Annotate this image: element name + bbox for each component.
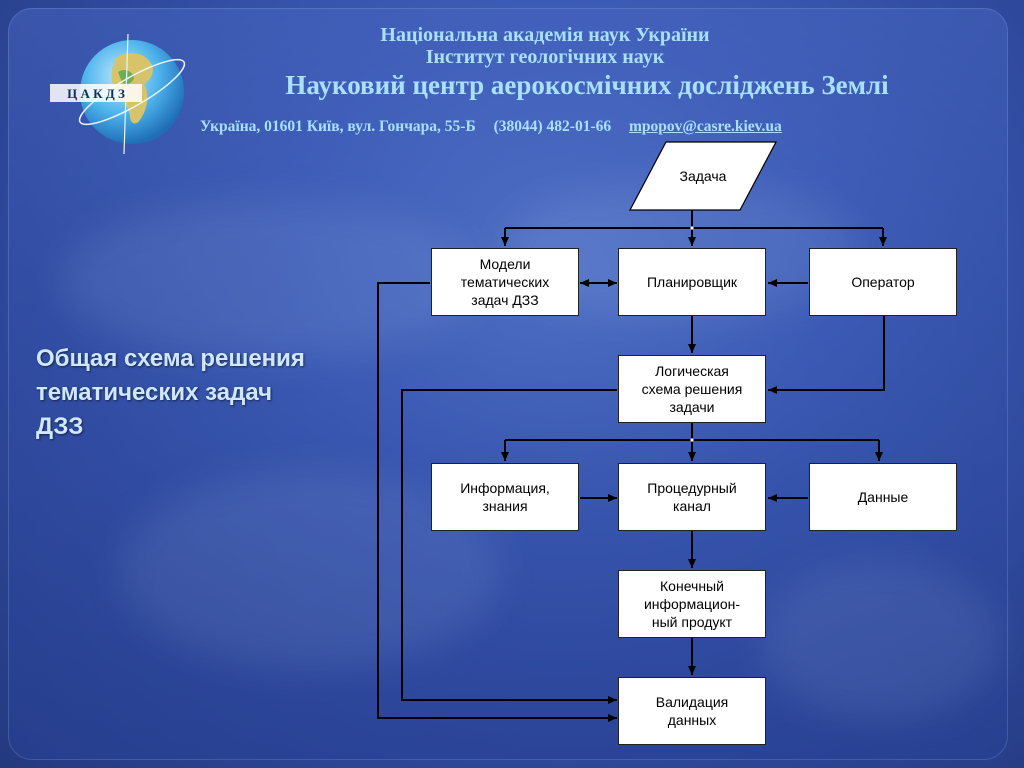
slide-frame	[8, 8, 1008, 760]
arrow	[768, 316, 885, 394]
cloud-decoration	[760, 560, 1000, 720]
orbit-ring	[78, 58, 186, 126]
data-box: Данные	[809, 463, 957, 531]
slide-title: Общая схема решения тематических задач Д…	[36, 345, 305, 440]
info-knowledge-box: Информация, знания	[431, 463, 579, 531]
final-product-box: Конечный информацион- ный продукт	[618, 570, 766, 638]
logo-banner	[50, 84, 142, 102]
email-link[interactable]: mpopov@casre.kiev.ua	[629, 118, 782, 135]
phone-text: (38044) 482-01-66	[493, 118, 612, 135]
header-institute: Інститут геологічних наук	[425, 46, 665, 68]
junction-dot	[690, 438, 694, 442]
cloud-decoration	[60, 200, 480, 360]
junction-dot	[690, 226, 694, 230]
arrow	[401, 389, 617, 704]
task-label: Задача	[679, 168, 727, 184]
address-line: Україна, 01601 Київ, вул. Гончара, 55-Б …	[200, 118, 782, 136]
logo-text: Ц А К Д З	[67, 86, 125, 101]
validation-box: Валидация данных	[618, 677, 766, 745]
logical-scheme-box: Логическая схема решения задачи	[618, 355, 766, 423]
globe-icon: Ц А К Д З	[50, 33, 186, 155]
task-parallelogram	[629, 141, 777, 211]
address-text: Україна, 01601 Київ, вул. Гончара, 55-Б	[200, 118, 476, 135]
header-academy: Національна академія наук України	[380, 24, 710, 46]
header-center: Науковий центр аерокосмічних досліджень …	[285, 70, 889, 100]
procedural-channel-box: Процедурный канал	[618, 463, 766, 531]
operator-box: Оператор	[809, 248, 957, 316]
models-box: Модели тематических задач ДЗЗ	[431, 248, 579, 316]
planner-box: Планировщик	[618, 248, 766, 316]
arrow	[377, 282, 617, 722]
